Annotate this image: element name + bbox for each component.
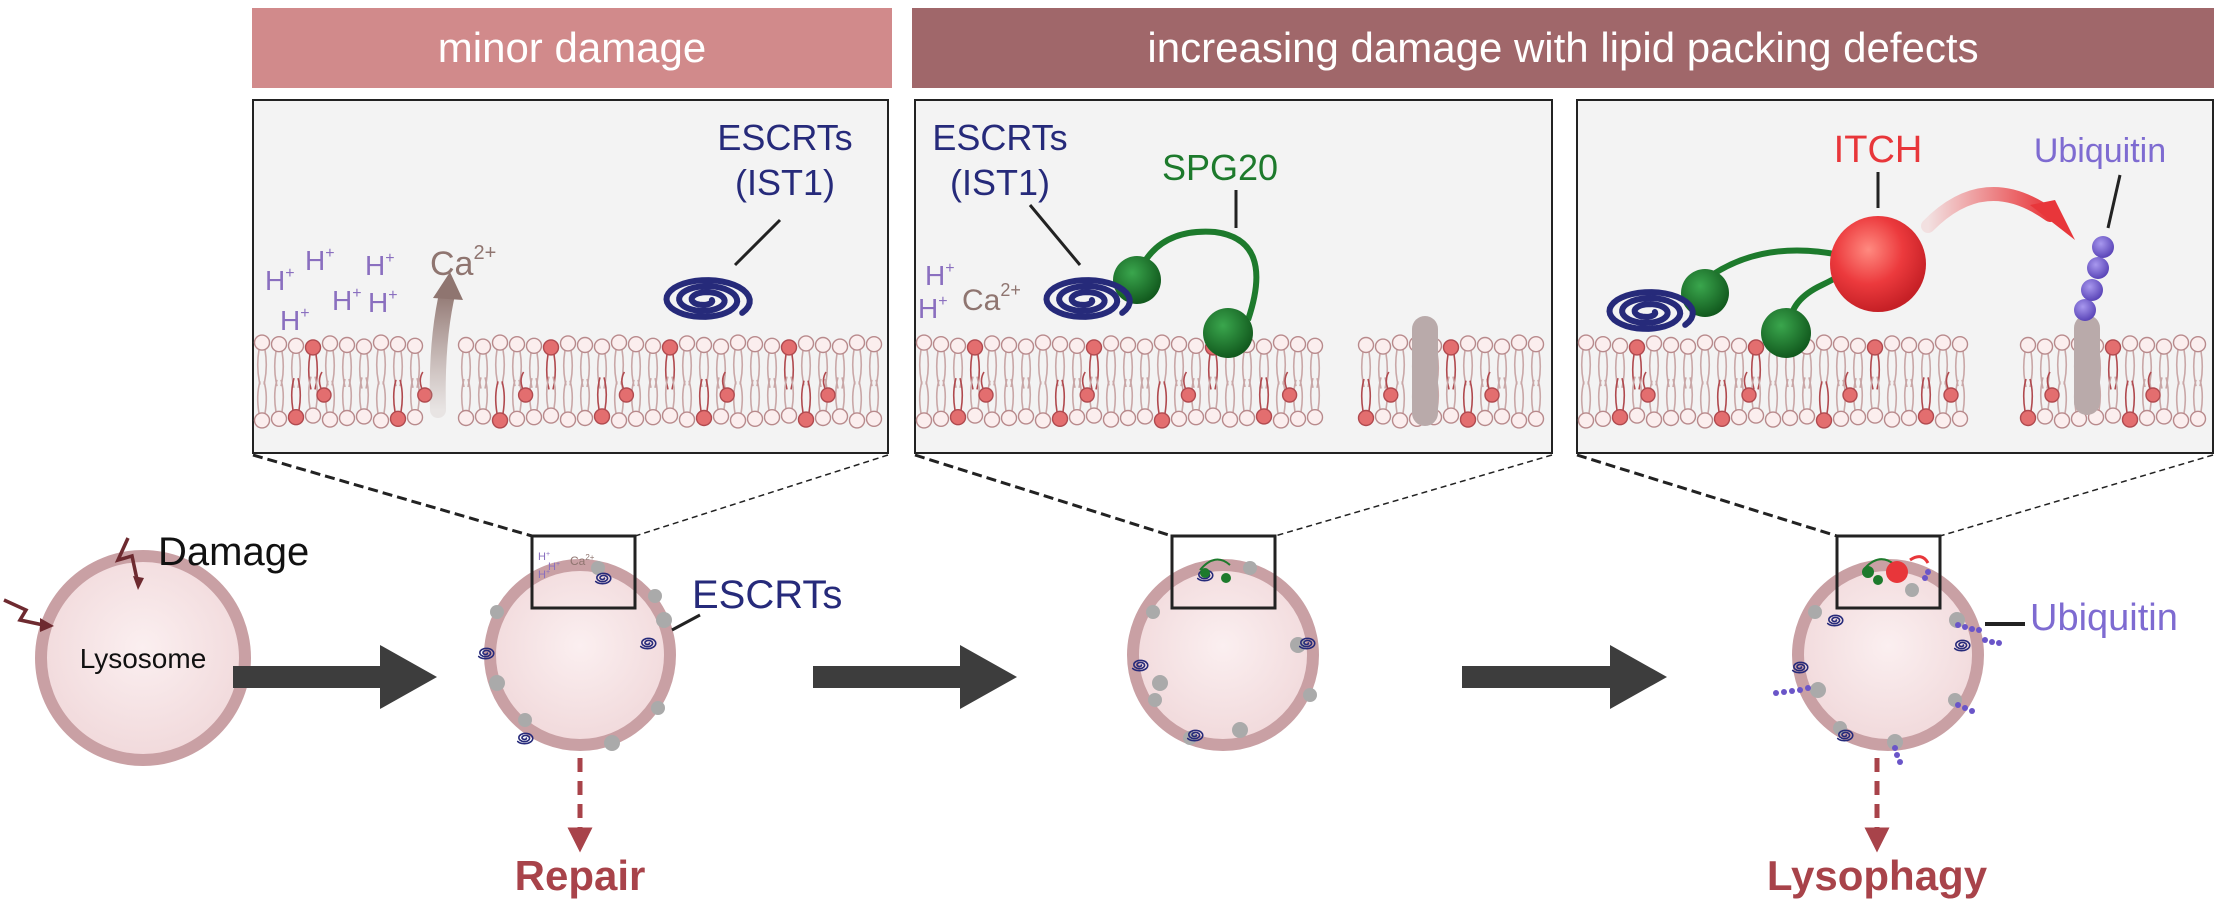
lysosome-label: Lysosome bbox=[80, 643, 207, 674]
increasing-damage-header-text: increasing damage with lipid packing def… bbox=[1147, 24, 1979, 71]
escrt-pointer-line bbox=[1028, 204, 1082, 266]
escrt-label-line2: (IST1) bbox=[735, 162, 835, 203]
svg-text:H+: H+ bbox=[538, 569, 550, 581]
svg-text:H+: H+ bbox=[332, 285, 362, 316]
panel-minor-frame bbox=[252, 99, 889, 454]
escrt-label-line1: ESCRTs bbox=[717, 117, 852, 158]
membrane-bilayer-panel1 bbox=[253, 334, 883, 429]
progression-arrow-3 bbox=[1462, 645, 1667, 709]
svg-text:H+: H+ bbox=[918, 293, 948, 324]
svg-text:H+: H+ bbox=[265, 265, 295, 296]
itch-ligase bbox=[1830, 216, 1926, 312]
escrt-spiral-panel2 bbox=[1043, 277, 1133, 320]
minor-damage-header-text: minor damage bbox=[437, 24, 707, 71]
transmembrane-protein bbox=[2074, 315, 2100, 415]
lysosome-escrt-repair: H+ H+ H+ Ca2+ ESCRTs Repair bbox=[477, 534, 842, 899]
ubiquitin-label: Ubiquitin bbox=[2034, 132, 2166, 170]
spg20-domain-bottom bbox=[1761, 308, 1811, 358]
escrt-spiral-panel3 bbox=[1606, 289, 1696, 332]
spg20-domain-bottom bbox=[1203, 308, 1253, 358]
membrane-bilayer-panel2 bbox=[915, 334, 1545, 429]
panel3-content: ITCH Ubiquitin bbox=[1606, 129, 2166, 415]
calcium-ion-label: Ca2+ bbox=[430, 242, 496, 283]
membrane-bilayer-panel3 bbox=[1577, 334, 2207, 429]
ubiquitin-callout-label: Ubiquitin bbox=[2030, 597, 2178, 639]
calcium-ion-label: Ca2+ bbox=[962, 280, 1021, 317]
ubiquitin-pointer-line bbox=[2106, 174, 2122, 229]
lightning-icon bbox=[114, 537, 140, 585]
ubiquitin-dots bbox=[1773, 622, 2002, 765]
zoom-box bbox=[530, 534, 637, 610]
lightning-icon bbox=[3, 598, 49, 628]
ubiquitin-chain bbox=[2074, 236, 2114, 321]
spg20-domain-top bbox=[1681, 269, 1729, 317]
escrt-label-line2: (IST1) bbox=[950, 162, 1050, 203]
ubiquitination-arrowhead bbox=[2030, 200, 2075, 240]
progression-arrow-1 bbox=[233, 645, 437, 709]
svg-text:H+: H+ bbox=[368, 287, 398, 318]
escrt-spiral-panel1 bbox=[663, 277, 753, 320]
minor-damage-header: minor damage bbox=[252, 8, 892, 88]
calcium-arrowhead bbox=[433, 272, 463, 300]
increasing-damage-header: increasing damage with lipid packing def… bbox=[912, 8, 2214, 88]
lysosome-ubiquitinated: Ubiquitin Lysophagy bbox=[1767, 534, 2178, 899]
progression-arrows bbox=[233, 645, 1667, 709]
svg-text:H+: H+ bbox=[305, 245, 335, 276]
lysosome-spg20-stage bbox=[1127, 534, 1319, 751]
spg20-domain-top bbox=[1113, 256, 1161, 304]
spg20-label: SPG20 bbox=[1162, 147, 1278, 188]
svg-text:H+: H+ bbox=[548, 561, 560, 573]
repair-outcome-label: Repair bbox=[515, 852, 646, 899]
initial-lysosome-group: Lysosome Damage bbox=[3, 530, 309, 766]
progression-arrow-2 bbox=[813, 645, 1017, 709]
proton-ions: H+ H+ bbox=[918, 260, 955, 324]
proton-ions: H+ H+ H+ H+ H+ H+ bbox=[265, 245, 398, 336]
svg-text:H+: H+ bbox=[365, 250, 395, 281]
panel1-content: H+ H+ H+ H+ H+ H+ Ca2+ ESCRTs (IST1) bbox=[265, 117, 853, 418]
lysophagy-outcome-label: Lysophagy bbox=[1767, 852, 1988, 899]
zoom-box bbox=[1835, 534, 1942, 610]
initial-lysosome bbox=[35, 550, 251, 766]
escrt-label-line1: ESCRTs bbox=[932, 117, 1067, 158]
calcium-efflux-arrow bbox=[429, 282, 456, 418]
svg-text:Ca2+: Ca2+ bbox=[570, 553, 595, 568]
escrt-pointer-line bbox=[733, 218, 782, 267]
transmembrane-protein bbox=[1412, 316, 1438, 426]
spg20-linker bbox=[1137, 228, 1260, 321]
mini-ion-labels: H+ bbox=[538, 551, 550, 563]
damage-label: Damage bbox=[158, 530, 309, 574]
svg-text:H+: H+ bbox=[925, 260, 955, 291]
svg-text:H+: H+ bbox=[280, 305, 310, 336]
itch-label: ITCH bbox=[1834, 129, 1923, 171]
zoom-box bbox=[1170, 534, 1277, 610]
panel2-content: ESCRTs (IST1) SPG20 H+ H+ Ca2+ bbox=[918, 117, 1438, 426]
zoom-guide-lines bbox=[252, 453, 2214, 538]
escrts-callout-label: ESCRTs bbox=[692, 573, 842, 617]
